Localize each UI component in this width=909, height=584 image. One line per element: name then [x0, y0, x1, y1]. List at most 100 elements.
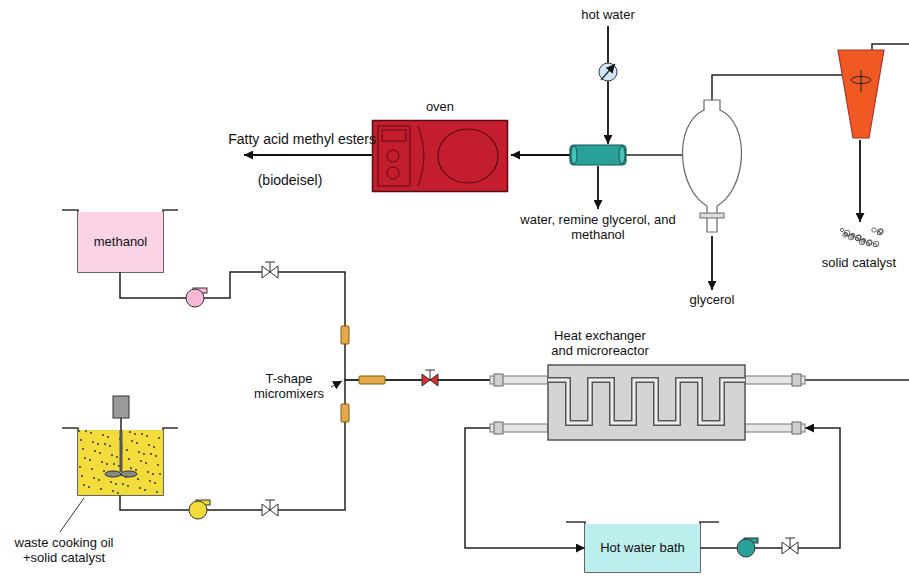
- node-shape-part: [154, 482, 156, 484]
- product-label: Fatty acid methyl esters: [170, 131, 376, 147]
- separatory-funnel: [700, 213, 724, 218]
- node-shape-part: [117, 492, 119, 494]
- node-shape-part: [158, 437, 160, 439]
- node-shape-part: [122, 483, 124, 485]
- node-shape-part: [382, 130, 406, 141]
- node-shape-part: [130, 467, 132, 469]
- node-shape-part: [115, 483, 117, 485]
- pump: [186, 289, 204, 307]
- node-shape-part: [548, 365, 745, 440]
- node-shape-part: [120, 430, 123, 472]
- node-shape-part: [90, 432, 92, 434]
- heat-control: [599, 63, 617, 81]
- node-shape-part: [159, 473, 161, 475]
- node-shape-part: [149, 480, 151, 482]
- flow-arrow: [859, 140, 861, 222]
- node-shape-part: [103, 470, 105, 472]
- pipe-connector: [700, 428, 840, 548]
- micromixer-coupling: [341, 404, 349, 422]
- node-shape-part: [418, 126, 424, 186]
- node-shape-part: [136, 442, 138, 444]
- flow-arrow: [711, 236, 713, 290]
- node-shape-part: [110, 481, 112, 483]
- node-shape-part: [79, 466, 81, 468]
- microreactor: Heat exchanger and microreactor: [490, 365, 805, 440]
- node-shape-part: [129, 431, 131, 433]
- node-shape-part: [145, 462, 147, 464]
- node-shape-part: [146, 435, 148, 437]
- solid-catalyst-heap: [848, 234, 854, 240]
- node-shape-part: [143, 453, 145, 455]
- separatory-funnel: [683, 100, 742, 232]
- node-shape-part: [82, 448, 84, 450]
- solid-catalyst-heap: [872, 228, 876, 232]
- washer: [571, 146, 577, 164]
- node-shape-part: [387, 150, 399, 162]
- solid-catalyst-heap: [840, 228, 843, 231]
- washer: [570, 145, 626, 165]
- stirrer-motor: [113, 396, 129, 418]
- node-shape-part: [438, 129, 498, 183]
- node-shape-part: [113, 463, 115, 465]
- leader-line: [60, 498, 84, 532]
- separatory-funnel: [683, 100, 742, 232]
- pump: [737, 539, 755, 557]
- node-label: oven: [372, 100, 508, 115]
- node-shape-part: [100, 488, 102, 490]
- node-label: Heat exchanger and microreactor: [546, 329, 654, 359]
- node-shape-part: [152, 473, 154, 475]
- node-shape-part: [140, 460, 142, 462]
- node-shape-part: [107, 436, 109, 438]
- node-shape-part: [141, 433, 143, 435]
- node-shape-part: [106, 463, 108, 465]
- tank-wall: [62, 210, 178, 272]
- pipe: [872, 44, 909, 50]
- stream-label: water, remine glycerol, and methanol: [520, 213, 676, 243]
- centrifuge: [838, 50, 884, 138]
- node-shape-part: [156, 491, 158, 493]
- pipe: [626, 154, 688, 156]
- node-shape-part: [147, 471, 149, 473]
- micromixer-coupling: [341, 326, 349, 344]
- valve: [262, 262, 798, 554]
- methanol-tank: methanol: [78, 212, 163, 272]
- flow-arrow: [244, 26, 860, 290]
- node-shape-part: [89, 459, 91, 461]
- node-shape-part: [548, 380, 745, 423]
- node-shape-part: [94, 450, 96, 452]
- pipe: [712, 75, 842, 100]
- node-shape-part: [548, 380, 745, 423]
- node-shape-part: [93, 477, 95, 479]
- micromixer-coupling: [359, 376, 385, 384]
- pipe-connector: [465, 428, 585, 548]
- oven: oven: [372, 120, 508, 192]
- node-shape-part: [88, 486, 90, 488]
- heat-control: [601, 64, 615, 80]
- node-shape-part: [144, 489, 146, 491]
- node-shape-part: [105, 471, 121, 477]
- node-shape-part: [116, 456, 118, 458]
- solid-catalyst-heap: [859, 239, 865, 245]
- pump: [189, 501, 207, 519]
- node-shape-part: [81, 475, 83, 477]
- node-shape-part: [139, 487, 141, 489]
- node-shape-part: [792, 374, 801, 386]
- node-shape-part: [148, 444, 150, 446]
- node-shape-part: [155, 455, 157, 457]
- node-shape-part: [138, 451, 140, 453]
- washer: [619, 146, 625, 164]
- node-shape-part: [494, 374, 503, 386]
- solid-catalyst-heap: [877, 231, 880, 234]
- node-label: Hot water bath: [600, 541, 685, 556]
- node-shape-part: [128, 458, 130, 460]
- node-shape-part: [99, 452, 101, 454]
- node-shape-part: [91, 468, 93, 470]
- node-shape-part: [131, 440, 133, 442]
- node-shape-part: [104, 443, 106, 445]
- solid-catalyst-heap: [866, 242, 869, 245]
- node-label: waste cooking oil +solid catalyst: [8, 536, 120, 566]
